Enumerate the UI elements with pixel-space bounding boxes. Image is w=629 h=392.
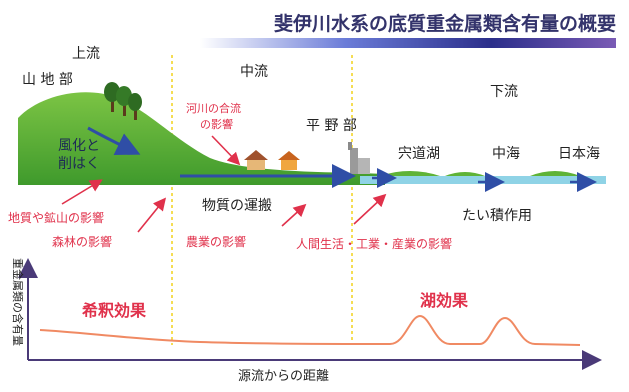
water-channel — [360, 176, 606, 184]
label-shinji: 宍道湖 — [398, 146, 440, 162]
geology-arrow — [61, 179, 103, 205]
label-geology: 地質や鉱山の影響 — [8, 210, 104, 225]
zone-mountain: 山 地 部 — [22, 72, 73, 88]
label-sea-of-japan: 日本海 — [558, 146, 600, 162]
zone-plain: 平 野 部 — [306, 118, 357, 134]
sill-2 — [445, 172, 485, 176]
label-dilution-effect: 希釈効果 — [82, 301, 146, 320]
zone-upstream: 上流 — [72, 46, 100, 62]
label-confluence-2: の影響 — [200, 117, 233, 131]
weathering-flow-arrow — [87, 126, 141, 156]
label-confluence-1: 河川の合流 — [186, 101, 241, 115]
sill-1 — [380, 171, 440, 176]
trees-icon — [104, 82, 142, 120]
label-human: 人間生活・工業・産業の影響 — [296, 236, 452, 251]
zone-midstream: 中流 — [240, 64, 268, 80]
label-weathering-2: 削はく — [58, 156, 100, 172]
agriculture-arrow — [281, 203, 307, 227]
sill-3 — [530, 171, 580, 176]
label-agriculture: 農業の影響 — [186, 234, 246, 249]
title-underline — [200, 38, 616, 48]
forest-arrow — [137, 197, 167, 233]
label-nakaumi: 中海 — [492, 146, 520, 162]
label-weathering-1: 風化と — [58, 138, 100, 154]
x-axis-label: 源流からの距離 — [238, 369, 329, 384]
label-transport: 物質の運搬 — [202, 198, 272, 214]
houses-icon — [244, 150, 300, 170]
label-lake-effect: 湖効果 — [420, 291, 468, 310]
label-forest: 森林の影響 — [52, 234, 112, 249]
factory-icon — [348, 142, 370, 174]
page-title: 斐伊川水系の底質重金属類含有量の概要 — [274, 12, 616, 35]
y-axis-label: 重金属類の含有量 — [11, 258, 25, 346]
concentration-curve — [39, 314, 581, 346]
mountain-terrain — [18, 92, 385, 185]
human-arrow — [353, 193, 387, 225]
label-deposition: たい積作用 — [462, 208, 532, 224]
confluence-arrow — [211, 135, 241, 166]
zone-downstream: 下流 — [490, 84, 518, 100]
